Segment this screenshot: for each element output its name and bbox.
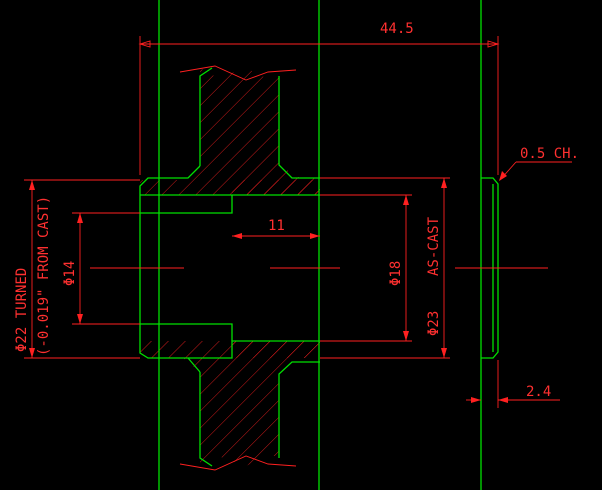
label-as-cast: AS-CAST <box>426 216 442 276</box>
leader-chamfer <box>499 161 572 181</box>
label-outer-asc: Φ23 <box>426 311 442 336</box>
web-top-outline <box>139 67 320 359</box>
dim-turned <box>24 179 140 359</box>
dim-inner-step <box>232 233 320 239</box>
label-bore-left: Φ14 <box>62 261 78 286</box>
label-chamfer: 0.5 CH. <box>520 146 579 162</box>
dim-bore-right <box>320 194 412 342</box>
web-bottom-outline <box>187 357 320 467</box>
label-overall-width: 44.5 <box>380 21 414 37</box>
break-line-bottom <box>179 455 297 471</box>
label-turned-line2: (-0.019" FROM CAST) <box>36 196 52 356</box>
dim-flange-thickness <box>466 360 560 408</box>
break-line-top <box>179 65 297 81</box>
dim-overall-width <box>138 36 500 175</box>
dim-outer-ascast <box>320 177 450 359</box>
dim-bore-left <box>72 212 140 325</box>
label-inner-step: 11 <box>268 218 285 234</box>
label-flange-thickness: 2.4 <box>526 384 551 400</box>
label-bore-right: Φ18 <box>388 261 404 286</box>
section-hatch-top <box>183 68 320 195</box>
label-turned-line1: Φ22 TURNED <box>14 268 30 352</box>
hub-hatch-bottom <box>140 341 320 358</box>
hub-hatch-top <box>140 180 320 195</box>
